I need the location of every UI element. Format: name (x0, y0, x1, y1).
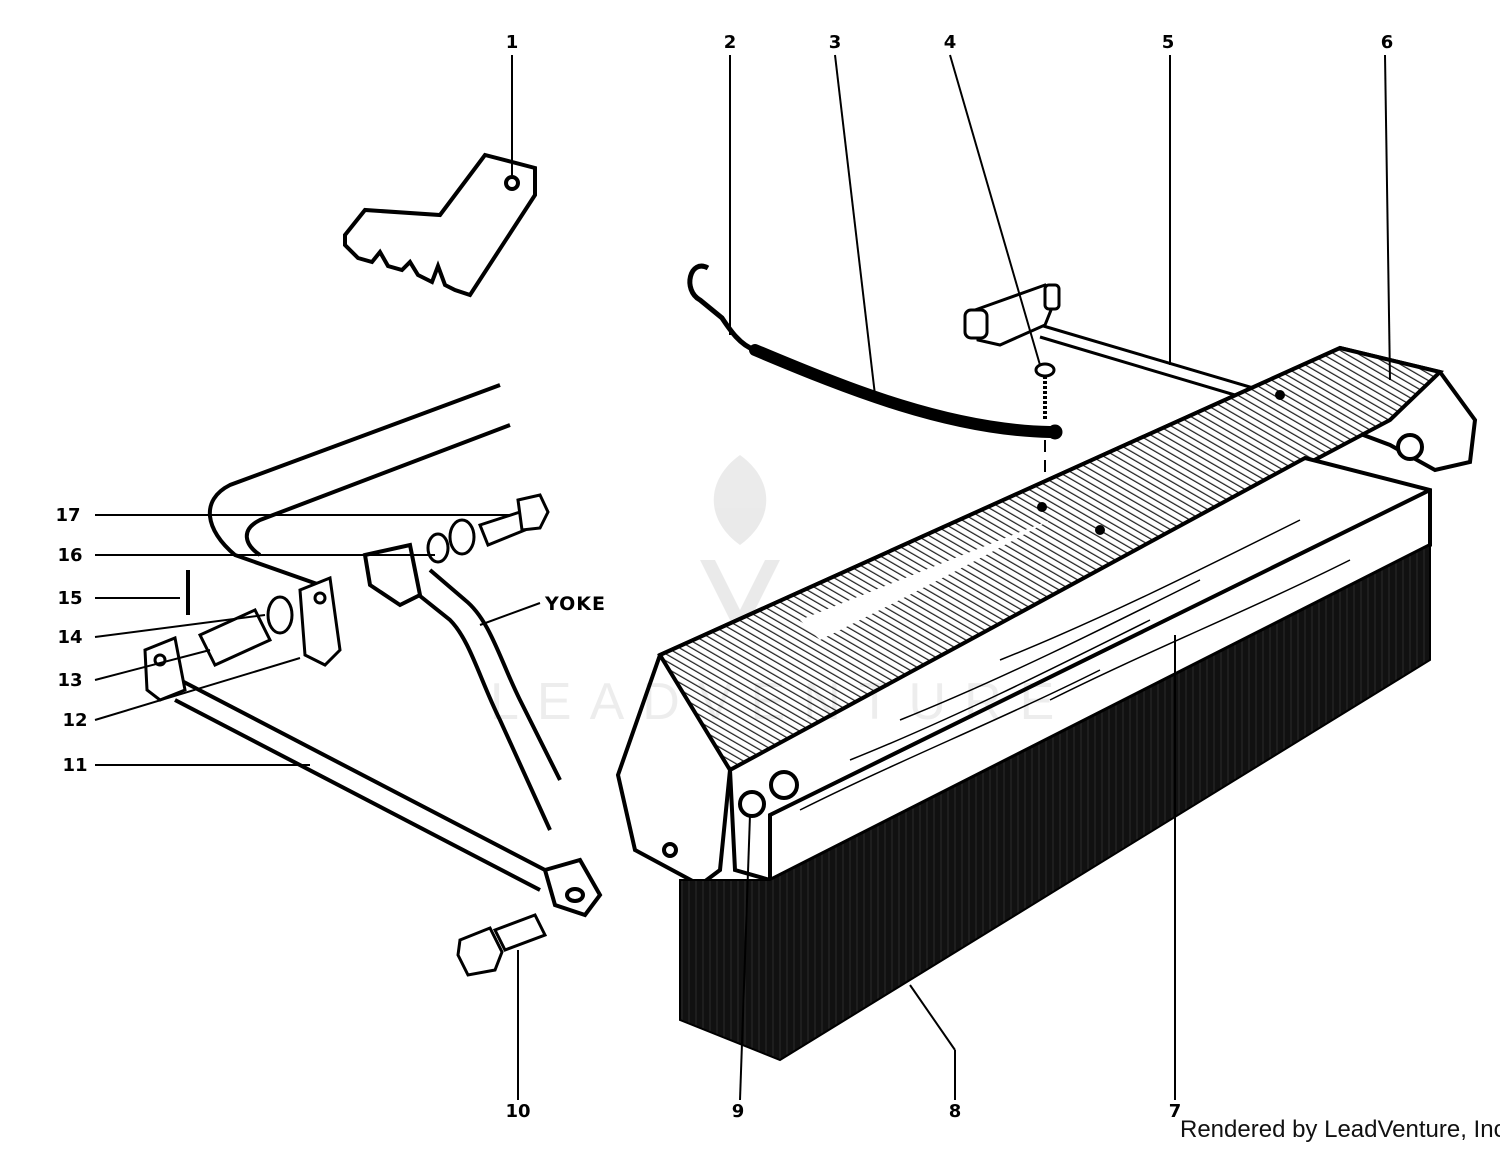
callout-labels: 1 2 3 4 5 6 7 8 9 10 11 12 13 14 15 16 1… (55, 32, 1393, 1122)
callout-12: 12 (62, 710, 87, 731)
watermark-logo (700, 455, 780, 640)
callout-11: 11 (62, 755, 87, 776)
callout-15: 15 (57, 588, 82, 609)
callout-8: 8 (949, 1101, 962, 1122)
leader-lines (94, 54, 1391, 1101)
callout-14: 14 (57, 627, 82, 648)
callout-5: 5 (1162, 32, 1175, 53)
callout-6: 6 (1381, 32, 1394, 53)
yoke-label: YOKE (544, 593, 606, 615)
callout-4: 4 (944, 32, 957, 53)
render-credit: Rendered by LeadVenture, Inc. (1180, 1116, 1500, 1143)
callout-1: 1 (506, 32, 519, 53)
part-1-bracket (343, 152, 537, 298)
callout-17: 17 (55, 505, 80, 526)
callout-7: 7 (1169, 1101, 1182, 1122)
callout-2: 2 (724, 32, 737, 53)
part-5-rod (963, 283, 1261, 400)
part-6-cover (615, 345, 1478, 888)
watermark-text: LEADVENTURE (490, 673, 1073, 731)
part-9-nuts (738, 770, 799, 818)
callout-3: 3 (829, 32, 842, 53)
callout-9: 9 (732, 1101, 745, 1122)
part-11-rod (174, 678, 603, 918)
hardware-parts (143, 493, 550, 702)
part-8-bristles (679, 543, 1431, 1062)
part-10-bolt (456, 913, 548, 977)
yoke-frame (207, 383, 562, 831)
part-2-3-strap (687, 263, 1063, 440)
callout-10: 10 (505, 1101, 530, 1122)
callout-16: 16 (57, 545, 82, 566)
callout-13: 13 (57, 670, 82, 691)
